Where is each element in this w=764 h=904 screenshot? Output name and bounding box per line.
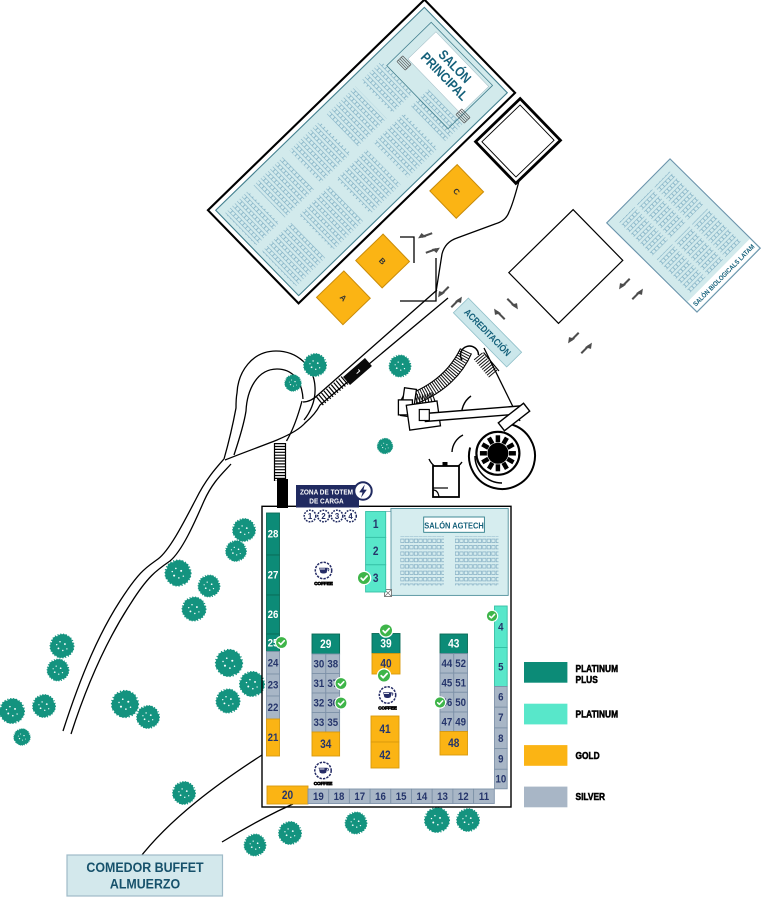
svg-text:34: 34: [320, 738, 331, 751]
svg-text:30: 30: [314, 659, 325, 671]
svg-text:4: 4: [348, 512, 353, 521]
svg-text:COFFEE: COFFEE: [378, 706, 397, 711]
svg-text:16: 16: [375, 791, 386, 803]
svg-text:36: 36: [327, 698, 338, 710]
svg-text:DE CARGA: DE CARGA: [309, 498, 343, 506]
svg-text:COFFEE: COFFEE: [314, 781, 333, 786]
svg-text:23: 23: [268, 680, 279, 692]
svg-text:38: 38: [327, 659, 338, 671]
svg-text:6: 6: [498, 692, 504, 704]
svg-text:44: 44: [441, 658, 452, 670]
svg-text:3: 3: [373, 573, 379, 586]
svg-text:1: 1: [308, 512, 313, 521]
svg-text:27: 27: [268, 570, 279, 582]
svg-text:29: 29: [320, 638, 331, 651]
svg-text:47: 47: [441, 717, 452, 729]
svg-text:PLATINUM: PLATINUM: [576, 663, 619, 674]
svg-text:C: C: [451, 187, 462, 198]
svg-text:28: 28: [268, 529, 279, 541]
svg-text:26: 26: [268, 610, 279, 622]
svg-text:19: 19: [313, 791, 324, 803]
svg-text:40: 40: [380, 658, 391, 671]
svg-text:46: 46: [441, 697, 452, 709]
svg-text:14: 14: [416, 791, 427, 803]
svg-text:8: 8: [498, 733, 504, 745]
svg-text:COFFEE: COFFEE: [314, 581, 333, 586]
svg-text:25: 25: [268, 638, 279, 650]
svg-text:10: 10: [495, 774, 506, 786]
svg-text:49: 49: [455, 717, 466, 729]
svg-text:GOLD: GOLD: [576, 750, 600, 761]
svg-text:35: 35: [327, 717, 338, 729]
svg-text:31: 31: [314, 678, 325, 690]
svg-text:20: 20: [282, 789, 293, 802]
svg-text:1: 1: [373, 519, 379, 532]
svg-text:43: 43: [448, 638, 459, 651]
svg-text:45: 45: [441, 678, 452, 690]
svg-text:A: A: [338, 293, 349, 304]
svg-text:21: 21: [268, 733, 279, 745]
svg-text:32: 32: [314, 698, 325, 710]
svg-text:15: 15: [396, 791, 407, 803]
svg-text:4: 4: [498, 622, 504, 634]
svg-text:SILVER: SILVER: [576, 791, 606, 802]
svg-text:COMEDOR BUFFET: COMEDOR BUFFET: [86, 859, 203, 875]
svg-text:SALÓN AGTECH: SALÓN AGTECH: [424, 521, 484, 531]
svg-text:11: 11: [479, 791, 489, 803]
svg-text:ALMUERZO: ALMUERZO: [110, 876, 180, 892]
svg-text:18: 18: [334, 791, 345, 803]
svg-text:B: B: [377, 256, 388, 267]
svg-text:ZONA DE TOTEM: ZONA DE TOTEM: [300, 489, 353, 497]
svg-text:24: 24: [268, 658, 279, 670]
svg-text:17: 17: [354, 791, 365, 803]
svg-text:42: 42: [379, 749, 390, 762]
svg-text:33: 33: [314, 717, 325, 729]
svg-text:2: 2: [321, 512, 326, 521]
svg-text:41: 41: [379, 723, 390, 736]
svg-text:PLATINUM: PLATINUM: [576, 709, 619, 720]
svg-text:51: 51: [455, 678, 466, 690]
svg-text:37: 37: [327, 678, 338, 690]
svg-text:PLUS: PLUS: [576, 674, 598, 685]
svg-text:39: 39: [380, 638, 391, 651]
svg-text:12: 12: [458, 791, 469, 803]
svg-text:50: 50: [455, 697, 466, 709]
svg-text:7: 7: [498, 713, 504, 725]
svg-text:5: 5: [498, 662, 504, 674]
svg-text:52: 52: [455, 658, 466, 670]
svg-text:48: 48: [448, 737, 459, 750]
svg-text:9: 9: [498, 754, 504, 766]
svg-text:3: 3: [335, 512, 340, 521]
svg-text:2: 2: [373, 545, 379, 558]
svg-text:22: 22: [268, 703, 279, 715]
svg-text:13: 13: [437, 791, 448, 803]
